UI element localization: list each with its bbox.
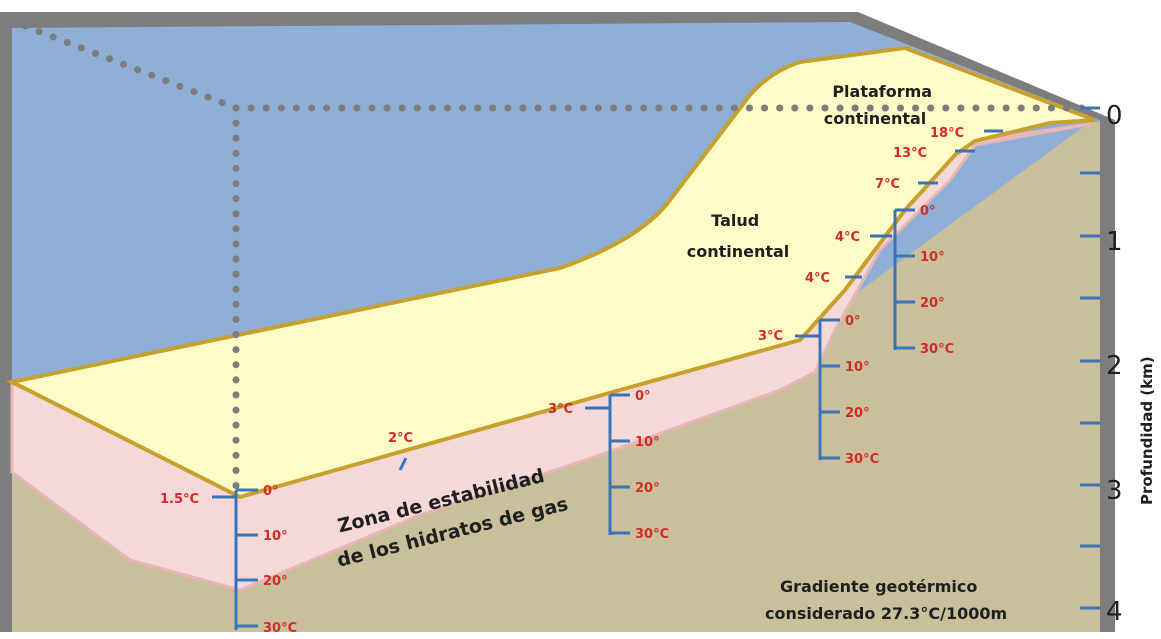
profile-left-label-0: 0° — [263, 484, 279, 499]
profile-upper-label-30: 30°C — [920, 342, 954, 357]
profile-middle-label-0: 0° — [635, 389, 651, 404]
profile-lower-label-10: 10° — [845, 360, 870, 375]
gradiente-line1: Gradiente geotérmico — [780, 577, 977, 596]
profile-left-label-10: 10° — [263, 529, 288, 544]
water-temp-18: 18°C — [930, 126, 964, 141]
depth-axis-title: Profundidad (km) — [1138, 356, 1156, 505]
water-temp-7: 7°C — [875, 177, 900, 192]
water-temp-markers — [212, 129, 1003, 499]
profile-upper-label-20: 20° — [920, 296, 945, 311]
water-temp-2: 2°C — [388, 431, 413, 446]
profile-lower-label-20: 20° — [845, 406, 870, 421]
depth-label-0: 0 — [1106, 101, 1123, 131]
profile-middle-label-30: 30°C — [635, 527, 669, 542]
gradiente-line2: considerado 27.3°C/1000m — [765, 604, 1007, 623]
depth-label-3: 3 — [1106, 476, 1123, 506]
profile-lower-slope: 0° 10° 20° 30°C — [818, 314, 879, 467]
profile-upper-label-10: 10° — [920, 250, 945, 265]
dotted-box-edges — [21, 22, 1099, 501]
depth-axis-ticks — [1080, 106, 1100, 610]
depth-label-1: 1 — [1106, 227, 1123, 257]
depth-label-2: 2 — [1106, 351, 1123, 381]
profile-middle: 0° 10° 20° 30°C — [608, 389, 669, 542]
water-temp-1-5: 1.5°C — [160, 492, 199, 507]
profile-left-label-30: 30°C — [263, 621, 297, 636]
talud-line2: continental — [687, 242, 790, 261]
water-temp-3b: 3°C — [548, 402, 573, 417]
plataforma-line2: continental — [824, 109, 927, 128]
profile-upper-label-0: 0° — [920, 204, 936, 219]
profile-upper-slope: 0° 10° 20° 30°C — [893, 204, 954, 357]
plataforma-line1: Plataforma — [832, 82, 932, 101]
plataforma-label: Plataforma continental — [824, 82, 938, 128]
water-temp-3a: 3°C — [758, 329, 783, 344]
water-temp-13: 13°C — [893, 146, 927, 161]
water-temp-4a: 4°C — [835, 230, 860, 245]
profile-middle-label-20: 20° — [635, 481, 660, 496]
talud-line1: Talud — [711, 211, 759, 230]
continental-sediment — [5, 45, 1096, 500]
water-temp-4b: 4°C — [805, 271, 830, 286]
profile-middle-label-10: 10° — [635, 435, 660, 450]
profile-left: 0° 10° 20° 30°C — [234, 484, 297, 636]
profile-left-label-20: 20° — [263, 574, 288, 589]
profile-lower-label-0: 0° — [845, 314, 861, 329]
profile-lower-label-30: 30°C — [845, 452, 879, 467]
depth-label-4: 4 — [1106, 597, 1123, 627]
talud-label: Talud continental — [687, 211, 790, 261]
